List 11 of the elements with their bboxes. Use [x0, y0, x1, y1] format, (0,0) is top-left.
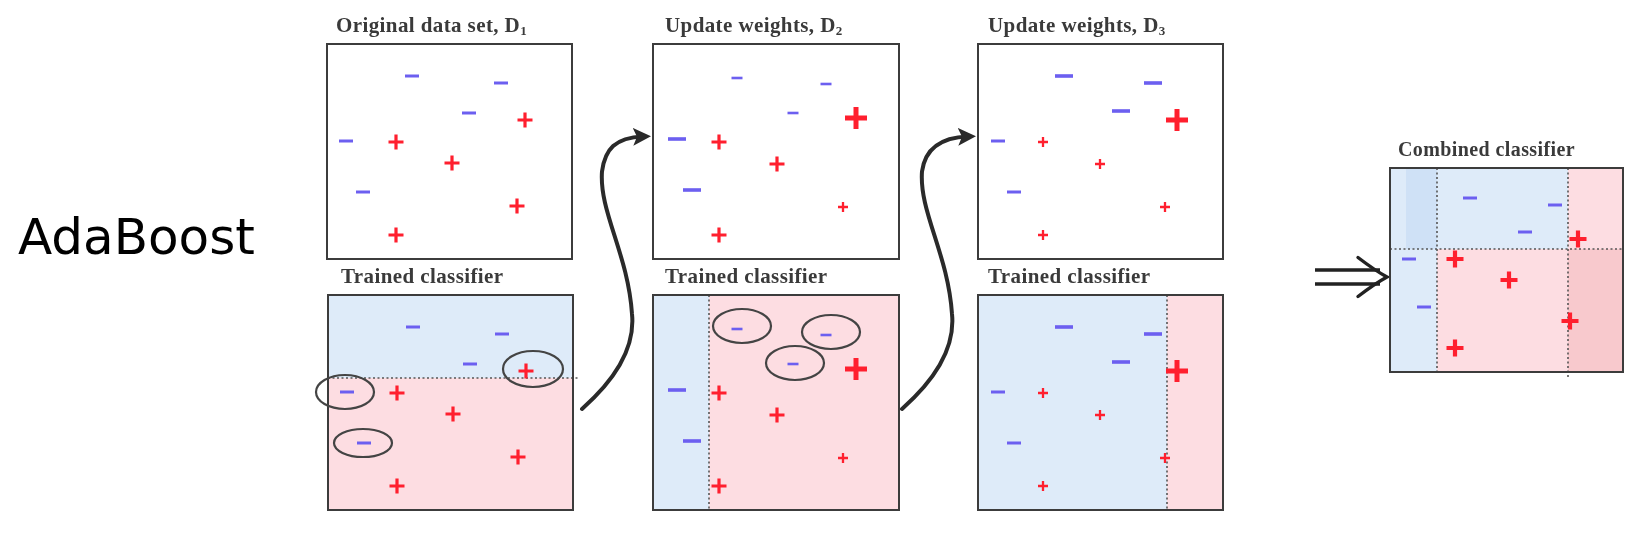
panel-heading: Combined classifier	[1398, 137, 1576, 162]
panel-heading: Trained classifier	[665, 263, 828, 289]
curved-arrow	[900, 128, 976, 411]
curved-arrow	[580, 128, 651, 411]
diagram-title: AdaBoost	[18, 212, 255, 262]
double-arrow	[1313, 255, 1389, 299]
panel-heading: Trained classifier	[341, 263, 504, 289]
panel-heading: Original data set, D$_{1}$	[336, 12, 528, 38]
panel-heading: Update weights, D$_{2}$	[665, 12, 843, 38]
panel-heading: Update weights, D$_{3}$	[988, 12, 1166, 38]
panel-heading: Trained classifier	[988, 263, 1151, 289]
